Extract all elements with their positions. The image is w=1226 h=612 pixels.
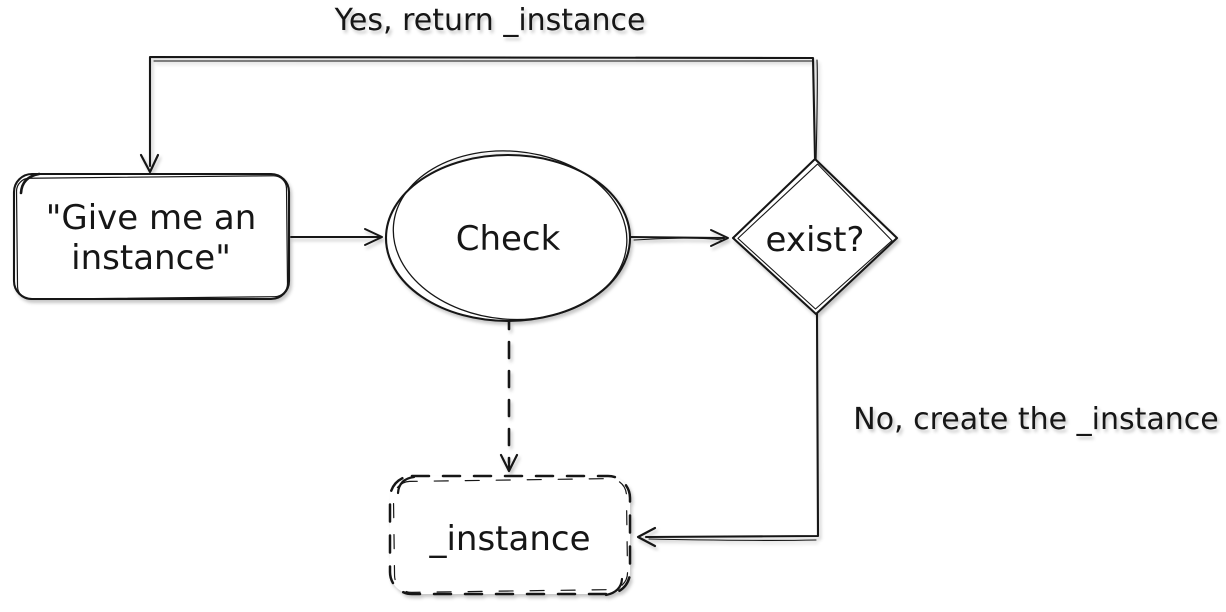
node-instance-sketch-overlay [392,478,629,593]
node-instance-label: _instance [428,519,590,559]
edge-label-yes: Yes, return _instance [334,3,646,38]
arrowhead-down-icon [139,153,160,174]
node-instance [388,474,632,597]
edge-yes-path [148,55,817,168]
edge-no-create-instance [636,312,820,548]
node-instance-corner-curl-tl [396,475,416,495]
edge-check-to-instance-dashed [499,311,519,473]
arrowhead-right2-icon [710,229,729,247]
node-exist-shape [731,157,899,316]
edge-yes-return-instance [139,55,818,174]
node-check [384,150,632,323]
node-exist [731,157,899,316]
edge-label-no: No, create the _instance [853,402,1219,437]
node-request [12,172,291,301]
node-request-label-line1: "Give me an [46,198,257,238]
arrowhead-down2-icon [499,453,519,473]
diagram-texts: Yes, return _instance No, create the _in… [46,3,1219,559]
node-request-shape [12,172,291,301]
edge-no-path [644,312,820,539]
node-exist-label: exist? [766,220,865,260]
node-check-sketch-overlay [392,150,628,321]
arrowhead-left-icon [636,526,657,548]
edge-no-sketch-overlay [648,538,817,541]
diagram-strokes [12,55,899,597]
node-check-label: Check [456,219,561,259]
node-instance-corner-curl-br [604,577,624,597]
edge-check-to-exist [629,229,729,247]
node-request-label-line2: instance" [71,238,231,278]
arrowhead-right-icon [364,228,383,246]
node-request-corner-curl [19,172,41,195]
node-instance-shape [388,474,632,596]
node-request-sketch-overlay [15,175,289,300]
node-check-shape [384,153,632,323]
edge-check-exist-path [629,236,725,239]
edge-yes-sketch-overlay [153,59,818,164]
edge-request-to-check [290,228,383,246]
edge-check-exist-sketch-overlay [633,237,723,241]
node-exist-sketch-overlay [737,163,893,310]
